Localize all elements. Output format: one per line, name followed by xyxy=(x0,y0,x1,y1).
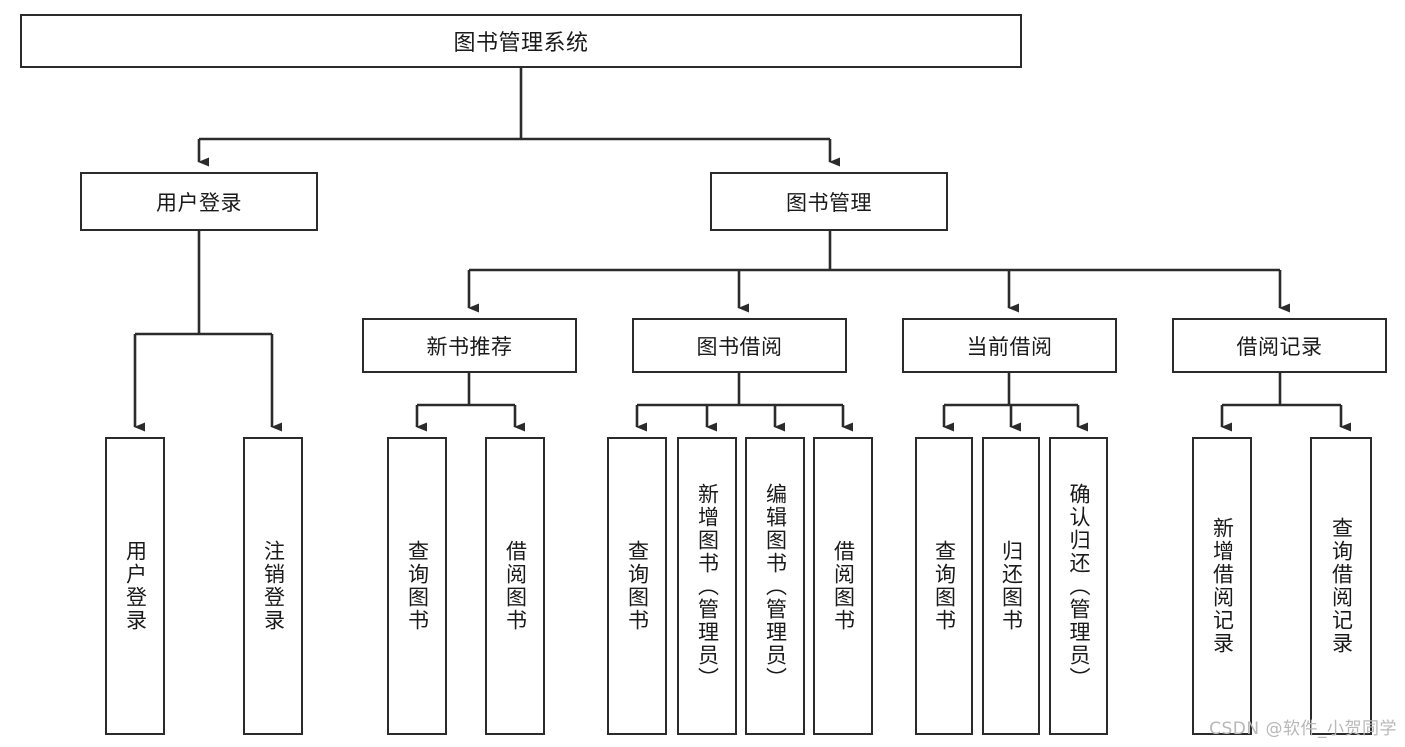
leaf-label: 确认归还（管理员） xyxy=(1066,482,1091,690)
node-leaf-add-book-admin[interactable]: 新增图书（管理员） xyxy=(677,437,737,735)
leaf-label: 查询图书 xyxy=(625,540,650,632)
leaf-label: 查询图书 xyxy=(405,540,430,632)
leaf-label: 编辑图书（管理员） xyxy=(763,482,788,690)
node-leaf-borrow-book-new-recommend[interactable]: 借阅图书 xyxy=(485,437,545,735)
node-new-book-recommend[interactable]: 新书推荐 xyxy=(362,318,577,373)
node-leaf-edit-book-admin[interactable]: 编辑图书（管理员） xyxy=(745,437,805,735)
leaf-label: 新增借阅记录 xyxy=(1210,517,1235,655)
node-leaf-return-book[interactable]: 归还图书 xyxy=(982,437,1040,735)
csdn-watermark: CSDN @软件_小贺同学 xyxy=(1209,719,1397,739)
leaf-label: 归还图书 xyxy=(999,540,1024,632)
node-leaf-query-borrow-record[interactable]: 查询借阅记录 xyxy=(1310,437,1372,735)
node-leaf-query-book-borrow[interactable]: 查询图书 xyxy=(607,437,667,735)
node-leaf-logout[interactable]: 注销登录 xyxy=(243,437,303,735)
node-book-management[interactable]: 图书管理 xyxy=(710,172,948,231)
leaf-label: 查询借阅记录 xyxy=(1329,517,1354,655)
node-book-borrow[interactable]: 图书借阅 xyxy=(632,318,847,373)
node-current-borrow[interactable]: 当前借阅 xyxy=(902,318,1117,373)
leaf-label: 借阅图书 xyxy=(831,540,856,632)
node-user-login[interactable]: 用户登录 xyxy=(80,172,318,231)
node-leaf-confirm-return-admin[interactable]: 确认归还（管理员） xyxy=(1049,437,1108,735)
node-leaf-add-borrow-record[interactable]: 新增借阅记录 xyxy=(1192,437,1252,735)
node-leaf-borrow-book[interactable]: 借阅图书 xyxy=(813,437,873,735)
node-borrow-record[interactable]: 借阅记录 xyxy=(1172,318,1387,373)
leaf-label: 新增图书（管理员） xyxy=(695,482,720,690)
node-leaf-query-book-new-recommend[interactable]: 查询图书 xyxy=(387,437,447,735)
node-leaf-query-book-current[interactable]: 查询图书 xyxy=(915,437,973,735)
node-root-book-management-system[interactable]: 图书管理系统 xyxy=(20,14,1022,68)
leaf-label: 注销登录 xyxy=(261,540,286,632)
leaf-label: 查询图书 xyxy=(932,540,957,632)
leaf-label: 借阅图书 xyxy=(503,540,528,632)
node-leaf-user-login[interactable]: 用户登录 xyxy=(105,437,165,735)
leaf-label: 用户登录 xyxy=(123,540,148,632)
